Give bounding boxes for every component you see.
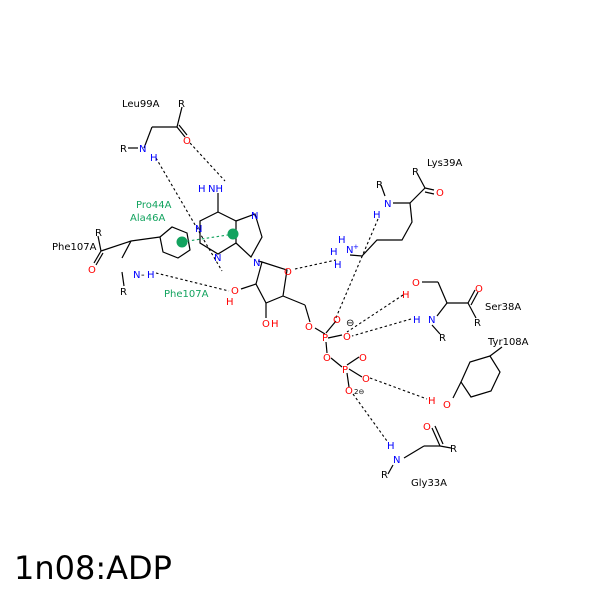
atom-plus-nz: + (353, 243, 359, 251)
residue-label-ala46a: Ala46A (130, 213, 165, 224)
atom-o-pb-3: O (345, 386, 353, 397)
atom-o-leu: O (183, 136, 191, 147)
atom-n3: N (214, 253, 221, 264)
atom-n-lys: N (384, 199, 391, 210)
atom-r-lys-c: R (412, 167, 419, 178)
atom-o-tyr: O (443, 400, 451, 411)
residue-labels: Leu99A Lys39A Pro44A Ala46A Phe107A Phe1… (52, 99, 529, 489)
atom-r-ser-c: R (474, 318, 481, 329)
atom-r-gly-n: R (381, 470, 388, 481)
residue-bonds (93, 106, 503, 475)
atom-o5: O (305, 322, 313, 333)
atom-minus-pa: ⊖ (346, 318, 354, 329)
atom-labels: R O R N H H NH N N N N O O H O H R O N -… (88, 99, 483, 481)
atom-h-nz-3: H (334, 260, 342, 271)
atom-h-nz-1: H (338, 235, 346, 246)
atom-h-amine: H (198, 184, 206, 195)
atom-h-o3: H (271, 319, 279, 330)
atom-o-ribose-ring: O (284, 267, 292, 278)
atom-o2: O (231, 286, 239, 297)
atom-dash-phe: - (141, 270, 145, 281)
atom-o-phe: O (88, 265, 96, 276)
residue-label-phe107a-hbond: Phe107A (164, 289, 209, 300)
atom-o-pb-1: O (359, 353, 367, 364)
pi-stacking (176, 228, 239, 248)
residue-label-gly33a: Gly33A (411, 478, 447, 489)
pi-center-ligand (227, 228, 239, 240)
atom-o-pb-2: O (362, 374, 370, 385)
atom-o-ser-c: O (475, 284, 483, 295)
hydrogen-bonds (155, 142, 428, 442)
ligand-bonds (199, 193, 363, 388)
atom-o-lys: O (436, 188, 444, 199)
atom-r-phe-c: R (95, 228, 102, 239)
atom-o-bridge: O (323, 353, 331, 364)
atom-n1: N (195, 224, 202, 235)
atom-h-phe: H (147, 270, 155, 281)
atom-r-phe-n: R (120, 287, 127, 298)
atom-r-leu: R (178, 99, 185, 110)
atom-o-pa-2: O (343, 332, 351, 343)
pi-center-phe (176, 236, 188, 248)
atom-r-ser-n: R (439, 333, 446, 344)
atom-h-o2: H (226, 297, 234, 308)
atom-o-pa-1: O (333, 315, 341, 326)
atom-n-phe: N (133, 270, 140, 281)
atom-r-lys-n: R (376, 180, 383, 191)
atom-n7: N (251, 211, 258, 222)
atom-r-gly-c: R (450, 444, 457, 455)
atom-h-ser-n: H (413, 315, 421, 326)
atom-p-alpha: P (322, 333, 328, 344)
residue-label-phe107a-side: Phe107A (52, 242, 97, 253)
atom-n-nz: N (346, 245, 353, 256)
residue-label-tyr108a: Tyr108A (487, 337, 529, 348)
atom-h-lys: H (373, 210, 381, 221)
atom-n-ser: N (428, 315, 435, 326)
residue-label-lys39a: Lys39A (427, 158, 463, 169)
residue-label-pro44a: Pro44A (136, 200, 172, 211)
atom-h-nz-2: H (330, 247, 338, 258)
residue-label-leu99a: Leu99A (122, 99, 160, 110)
atom-n9: N (253, 258, 260, 269)
atom-o-gly: O (423, 422, 431, 433)
atom-h-tyr: H (428, 396, 436, 407)
atom-r-leu-n: R (120, 144, 127, 155)
atom-o3: O (262, 319, 270, 330)
structure-caption: 1n08:ADP (14, 549, 172, 587)
atom-n-leu: N (139, 144, 146, 155)
atom-nh-amine: NH (208, 184, 223, 195)
atom-p-beta: P (342, 365, 348, 376)
atom-o-ser: O (412, 278, 420, 289)
atom-h-gly: H (387, 441, 395, 452)
atom-n-gly: N (393, 455, 400, 466)
atom-h-ser-o: H (402, 290, 410, 301)
atom-h-leu: H (150, 153, 158, 164)
residue-label-ser38a: Ser38A (485, 302, 521, 313)
atom-charge-pb: 2⊖ (354, 388, 364, 396)
